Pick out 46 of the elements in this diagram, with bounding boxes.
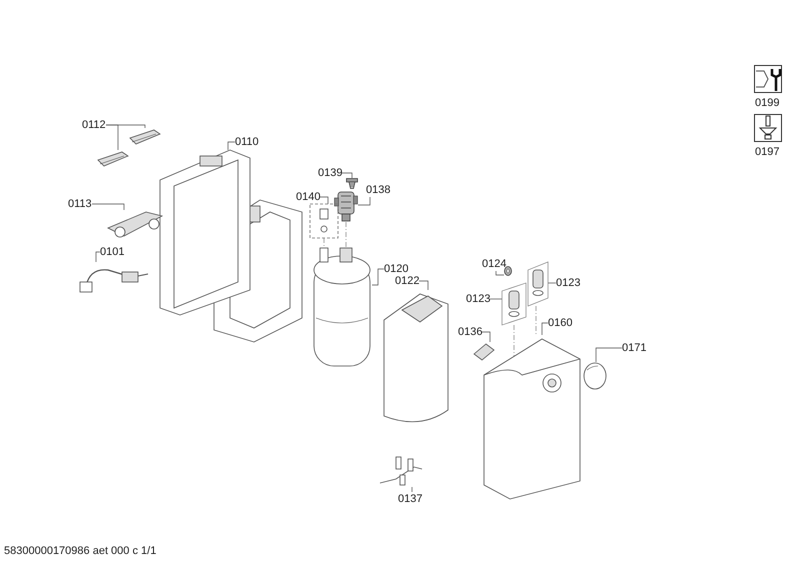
mounting-bracket-drawing [106,210,164,240]
callout-number: 0110 [235,135,259,149]
callout-number: 0136 [458,325,482,339]
callout-number: 0113 [68,197,92,211]
leader-line [548,282,556,284]
leader-line [106,124,118,150]
screw-drawing [346,178,358,189]
leader-line [418,280,428,290]
part-number: 0199 [755,96,780,110]
callout-number: 0124 [482,257,506,271]
callout-number: 0123 [466,292,490,306]
wall-plug-drawing [96,150,130,168]
leader-line [482,332,490,342]
leader-line [92,204,124,210]
cap-drawing [582,362,608,390]
callout-number: 0112 [82,118,106,132]
leader-line [96,252,100,262]
callout-number: 0139 [318,166,342,180]
leader-line [490,298,502,300]
part-number: 0197 [755,145,780,159]
valve-drawing [334,190,358,222]
document-number: 58300000170986 aet 000 c 1/1 [4,544,156,558]
leader-line [358,196,370,206]
callout-number: 0160 [548,316,572,330]
callout-number: 0171 [622,341,646,355]
leader-line [228,142,236,150]
leader-line [372,268,384,286]
connection-fitting-drawing [528,262,548,306]
leader-line [596,348,622,362]
callout-number: 0123 [556,276,580,290]
leader-line [320,196,328,204]
callout-number: 0101 [100,245,124,259]
seal-kit-drawing [310,204,338,238]
temperature-sensor-drawing [378,455,424,487]
callout-number: 0140 [296,190,320,204]
seal-ring-drawing [504,266,512,276]
callout-number: 0137 [398,492,422,506]
connection-fitting-drawing [502,283,526,325]
leader-line [496,270,504,276]
wall-plug-drawing [128,128,162,146]
callout-number: 0138 [366,183,390,197]
leader-line [542,322,548,336]
callout-number: 0120 [384,262,408,276]
control-knob-drawing [472,342,496,362]
leader-line [342,172,352,178]
callout-number: 0122 [395,274,420,288]
